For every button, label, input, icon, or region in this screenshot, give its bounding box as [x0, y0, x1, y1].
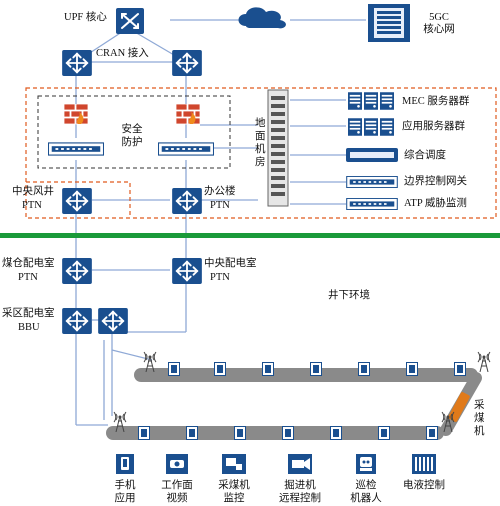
- firewall-right-icon: [176, 104, 200, 125]
- mec-server-icon: [380, 92, 394, 110]
- access-point-icon: [406, 362, 418, 376]
- app-label-line2: 应用: [114, 493, 136, 504]
- server-label-dispatch: 综合调度: [404, 150, 446, 161]
- central-sub-line2: PTN: [210, 272, 230, 283]
- access-point-icon: [168, 362, 180, 376]
- app-label-line2: 远程控制: [279, 493, 321, 504]
- access-point-icon: [426, 426, 438, 440]
- ptn-router-left: [62, 188, 92, 214]
- conveyor-belt-upper: [134, 368, 478, 382]
- shearer-icon: [448, 392, 470, 422]
- ptn-right-line2: PTN: [210, 200, 230, 211]
- access-point-icon: [262, 362, 274, 376]
- coal-storage-ptn-router: [62, 258, 92, 284]
- core-cabinet-icon: [368, 4, 410, 42]
- ptn-zone-border: [26, 181, 131, 218]
- server-label-mec: MEC 服务器群: [402, 96, 470, 107]
- connection-lines: [75, 19, 366, 426]
- room-char: 地: [255, 118, 266, 129]
- border-gateway-icon: [346, 176, 398, 188]
- app-server-icon: [364, 118, 378, 136]
- room-char: 房: [255, 157, 266, 168]
- app-label-line2: 视频: [166, 493, 188, 504]
- room-char: 面: [255, 131, 266, 142]
- mining-bbu-router: [62, 308, 92, 334]
- security-zone-border: [37, 95, 231, 169]
- mec-zone-border: [25, 87, 497, 219]
- surface-underground-divider: [0, 233, 500, 238]
- shearer-monitor-icon: [222, 454, 246, 474]
- core-label-line2: 核心网: [423, 24, 455, 35]
- base-station-tower-icon: [477, 351, 491, 372]
- mining-bbu-router-2: [98, 308, 128, 334]
- access-point-icon: [358, 362, 370, 376]
- mining-line2: BBU: [18, 322, 40, 333]
- app-label-line1: 手机: [114, 480, 136, 491]
- server-rack-icon: [267, 89, 289, 207]
- app-label-line2: 监控: [223, 493, 245, 504]
- cran-router-left: [62, 50, 92, 76]
- server-label-atp: ATP 威胁监测: [404, 198, 467, 209]
- security-switch-left: [48, 142, 104, 156]
- remote-control-icon: [288, 454, 312, 474]
- room-char: 机: [255, 144, 266, 155]
- ptn-right-line1: 办公楼: [204, 186, 236, 197]
- shearer-char: 煤: [474, 413, 485, 424]
- phone-icon: [116, 454, 134, 474]
- cran-label: CRAN 接入: [96, 48, 149, 59]
- security-label-line1: 安全: [121, 124, 143, 135]
- hydraulic-control-icon: [412, 454, 436, 474]
- app-label-line1: 巡检: [355, 480, 377, 491]
- mec-server-icon: [348, 92, 362, 110]
- app-server-icon: [348, 118, 362, 136]
- access-point-icon: [214, 362, 226, 376]
- firewall-left-icon: [64, 104, 88, 125]
- conveyor-belt-lower: [106, 426, 444, 440]
- app-label-line1: 采煤机: [218, 480, 250, 491]
- access-point-icon: [234, 426, 246, 440]
- app-label-line1: 电液控制: [403, 480, 445, 491]
- app-server-icon: [380, 118, 394, 136]
- underground-env-label: 井下环境: [328, 290, 370, 301]
- app-label-line1: 工作面: [161, 480, 193, 491]
- ptn-left-line1: 中央风井: [12, 186, 54, 197]
- access-point-icon: [138, 426, 150, 440]
- security-switch-right: [158, 142, 214, 156]
- ptn-router-right: [172, 188, 202, 214]
- camera-icon: [166, 454, 188, 474]
- server-label-app: 应用服务器群: [402, 121, 465, 132]
- mining-line1: 采区配电室: [2, 308, 55, 319]
- access-point-icon: [310, 362, 322, 376]
- core-label-line1: 5GC: [429, 12, 449, 23]
- central-sub-line1: 中央配电室: [204, 258, 257, 269]
- atp-monitor-icon: [346, 198, 398, 210]
- app-label-line2: 机器人: [350, 493, 382, 504]
- access-point-icon: [330, 426, 342, 440]
- dispatch-device-icon: [346, 148, 398, 162]
- security-label-line2: 防护: [121, 137, 143, 148]
- cloud-icon: [238, 7, 286, 29]
- coal-storage-line1: 煤仓配电室: [2, 258, 55, 269]
- upf-core-switch: [116, 8, 144, 34]
- mec-server-icon: [364, 92, 378, 110]
- access-point-icon: [282, 426, 294, 440]
- app-label-line1: 掘进机: [284, 480, 316, 491]
- coal-storage-line2: PTN: [18, 272, 38, 283]
- ptn-left-line2: PTN: [22, 200, 42, 211]
- access-point-icon: [186, 426, 198, 440]
- upf-label: UPF 核心: [64, 12, 107, 23]
- cran-router-right: [172, 50, 202, 76]
- central-substation-ptn-router: [172, 258, 202, 284]
- shearer-char: 采: [474, 400, 485, 411]
- access-point-icon: [454, 362, 466, 376]
- server-label-gateway: 边界控制网关: [404, 176, 467, 187]
- shearer-char: 机: [474, 426, 485, 437]
- robot-icon: [356, 454, 376, 474]
- access-point-icon: [378, 426, 390, 440]
